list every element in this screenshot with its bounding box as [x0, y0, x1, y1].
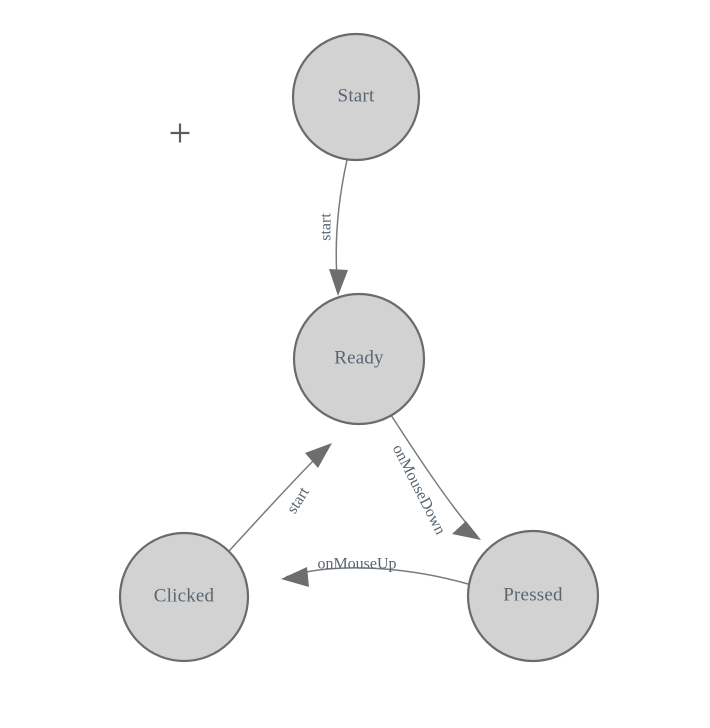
arrowhead-icon: [452, 521, 481, 540]
node-start-circle[interactable]: [291, 32, 421, 162]
node-pressed[interactable]: Pressed: [466, 529, 600, 663]
arrowhead-icon: [329, 269, 348, 296]
edge-label-start-2: start: [284, 484, 313, 517]
edge-pressed-to-clicked[interactable]: onMouseUp: [281, 556, 469, 587]
node-ready[interactable]: Ready: [292, 292, 426, 426]
plus-marker-icon[interactable]: [170, 123, 190, 143]
arrowhead-icon: [305, 443, 332, 468]
edge-label-start: start: [318, 213, 335, 241]
node-pressed-circle[interactable]: [466, 529, 600, 663]
node-clicked-circle[interactable]: [118, 531, 250, 663]
node-clicked-label: Clicked: [154, 585, 215, 606]
node-start-label: Start: [338, 85, 375, 106]
node-start[interactable]: Start: [291, 32, 421, 162]
node-layer: Start Ready Clicked Pressed: [118, 32, 600, 663]
node-ready-circle[interactable]: [292, 292, 426, 426]
node-pressed-label: Pressed: [503, 584, 563, 605]
edge-label-onmouseup: onMouseUp: [317, 556, 396, 573]
edge-clicked-to-ready[interactable]: start: [228, 443, 332, 552]
arrowhead-icon: [281, 567, 309, 587]
edge-ready-to-pressed[interactable]: onMouseDown: [389, 414, 481, 540]
node-clicked[interactable]: Clicked: [118, 531, 250, 663]
edge-line: [228, 446, 328, 552]
node-ready-label: Ready: [334, 347, 384, 368]
edge-start-to-ready[interactable]: start: [318, 159, 348, 296]
